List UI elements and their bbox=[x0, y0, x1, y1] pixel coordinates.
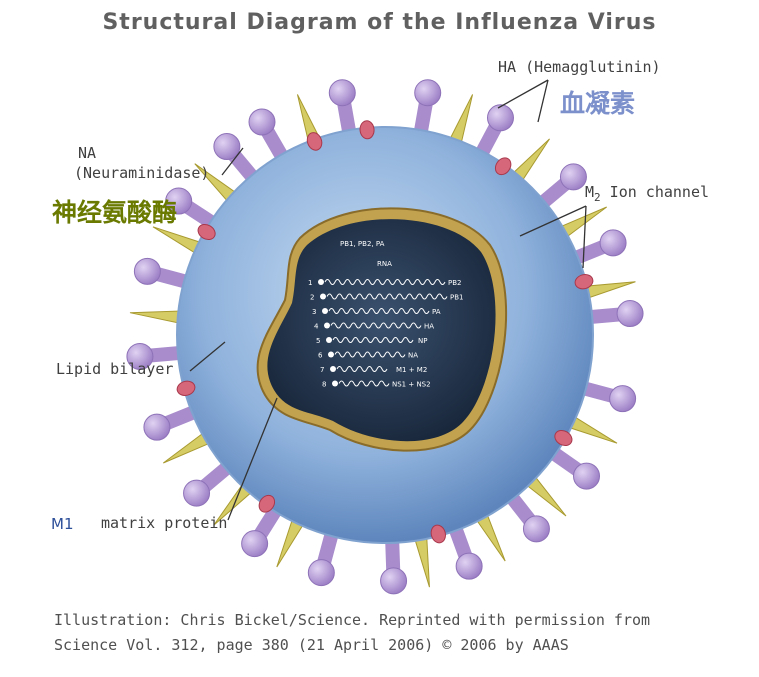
rna-strand bbox=[338, 380, 390, 387]
m2-channels bbox=[176, 120, 594, 544]
ha-spike bbox=[471, 104, 514, 166]
rna-segment-number: 6 bbox=[318, 352, 323, 360]
m1-label: matrix protein bbox=[101, 514, 228, 532]
ha-spike bbox=[248, 108, 292, 169]
rna-segment-label: PB2 bbox=[448, 279, 461, 287]
m2-channel bbox=[197, 223, 216, 241]
rna-segment-number: 8 bbox=[322, 381, 326, 389]
viral-core bbox=[267, 219, 496, 442]
credit-line-1: Illustration: Chris Bickel/Science. Repr… bbox=[54, 611, 651, 629]
m2-channel bbox=[258, 494, 276, 513]
ha-label: HA (Hemagglutinin) bbox=[498, 58, 661, 76]
diagram-title: Structural Diagram of the Influenza Viru… bbox=[102, 10, 657, 35]
leader-lines bbox=[189, 79, 587, 521]
credit-line-2: Science Vol. 312, page 380 (21 April 200… bbox=[54, 636, 569, 654]
rna-segment-label: PA bbox=[432, 308, 441, 316]
m2-channel bbox=[574, 274, 594, 290]
rna-header: PB1, PB2, PA bbox=[340, 240, 385, 248]
m2-channel bbox=[359, 120, 375, 140]
rna-segment-number: 3 bbox=[312, 308, 316, 316]
rna-strand bbox=[324, 279, 446, 285]
rna-segment-label: NA bbox=[408, 352, 418, 360]
ha-spike bbox=[133, 257, 199, 291]
ha-spike bbox=[571, 379, 637, 413]
rna-segment-number: 7 bbox=[320, 366, 324, 374]
rna-segment-number: 2 bbox=[310, 294, 314, 302]
rna-strand bbox=[336, 366, 388, 372]
m2-channel bbox=[176, 380, 196, 396]
lipid-bilayer-label: Lipid bilayer bbox=[56, 360, 174, 378]
rna-strand bbox=[328, 308, 430, 314]
ha-spike bbox=[241, 497, 287, 558]
ha-spike bbox=[541, 442, 601, 490]
illustration-credit: Illustration: Chris Bickel/Science. Repr… bbox=[54, 608, 744, 658]
rna-segment-number: 4 bbox=[314, 323, 319, 331]
m2-label: M2 Ion channel bbox=[585, 183, 710, 204]
rna-segment-number: 5 bbox=[316, 337, 320, 345]
m2-channel bbox=[430, 524, 446, 544]
ha-spike bbox=[307, 521, 341, 587]
rna-strand bbox=[326, 293, 448, 300]
rna-segment-label: M1 + M2 bbox=[396, 366, 427, 374]
rna-segment-label: PB1 bbox=[450, 294, 463, 302]
na-label: NA bbox=[78, 144, 97, 162]
rna-strand bbox=[330, 322, 422, 329]
rna-segment-label: NP bbox=[418, 337, 427, 345]
m1-prefix-label: M1 bbox=[51, 515, 74, 533]
rna-segment-label: NS1 + NS2 bbox=[392, 381, 431, 389]
ha-spike bbox=[143, 402, 207, 441]
rna-segment-label: HA bbox=[424, 323, 434, 331]
ha-spike bbox=[531, 163, 587, 214]
rna-strand bbox=[334, 351, 406, 358]
na-full-label: (Neuraminidase) bbox=[74, 164, 210, 182]
rna-strand bbox=[332, 337, 414, 343]
m2-channel bbox=[494, 157, 512, 176]
rna-title: RNA bbox=[377, 260, 392, 268]
ha-spike bbox=[501, 485, 550, 543]
na-chinese-label: 神经氨酸酶 bbox=[52, 198, 178, 227]
rna-segments: PB1, PB2, PA RNA 1 PB2 2 PB1 3 PA 4 HA 5 NP 6 NA 7 M1 +… bbox=[308, 240, 463, 389]
m2-channel bbox=[306, 132, 323, 151]
rna-segment-number: 1 bbox=[308, 279, 312, 287]
ha-spike bbox=[446, 515, 483, 580]
ha-spike bbox=[563, 229, 627, 268]
ha-chinese-label: 血凝素 bbox=[560, 89, 636, 118]
m2-channel bbox=[554, 429, 573, 447]
ha-spike bbox=[183, 456, 239, 507]
